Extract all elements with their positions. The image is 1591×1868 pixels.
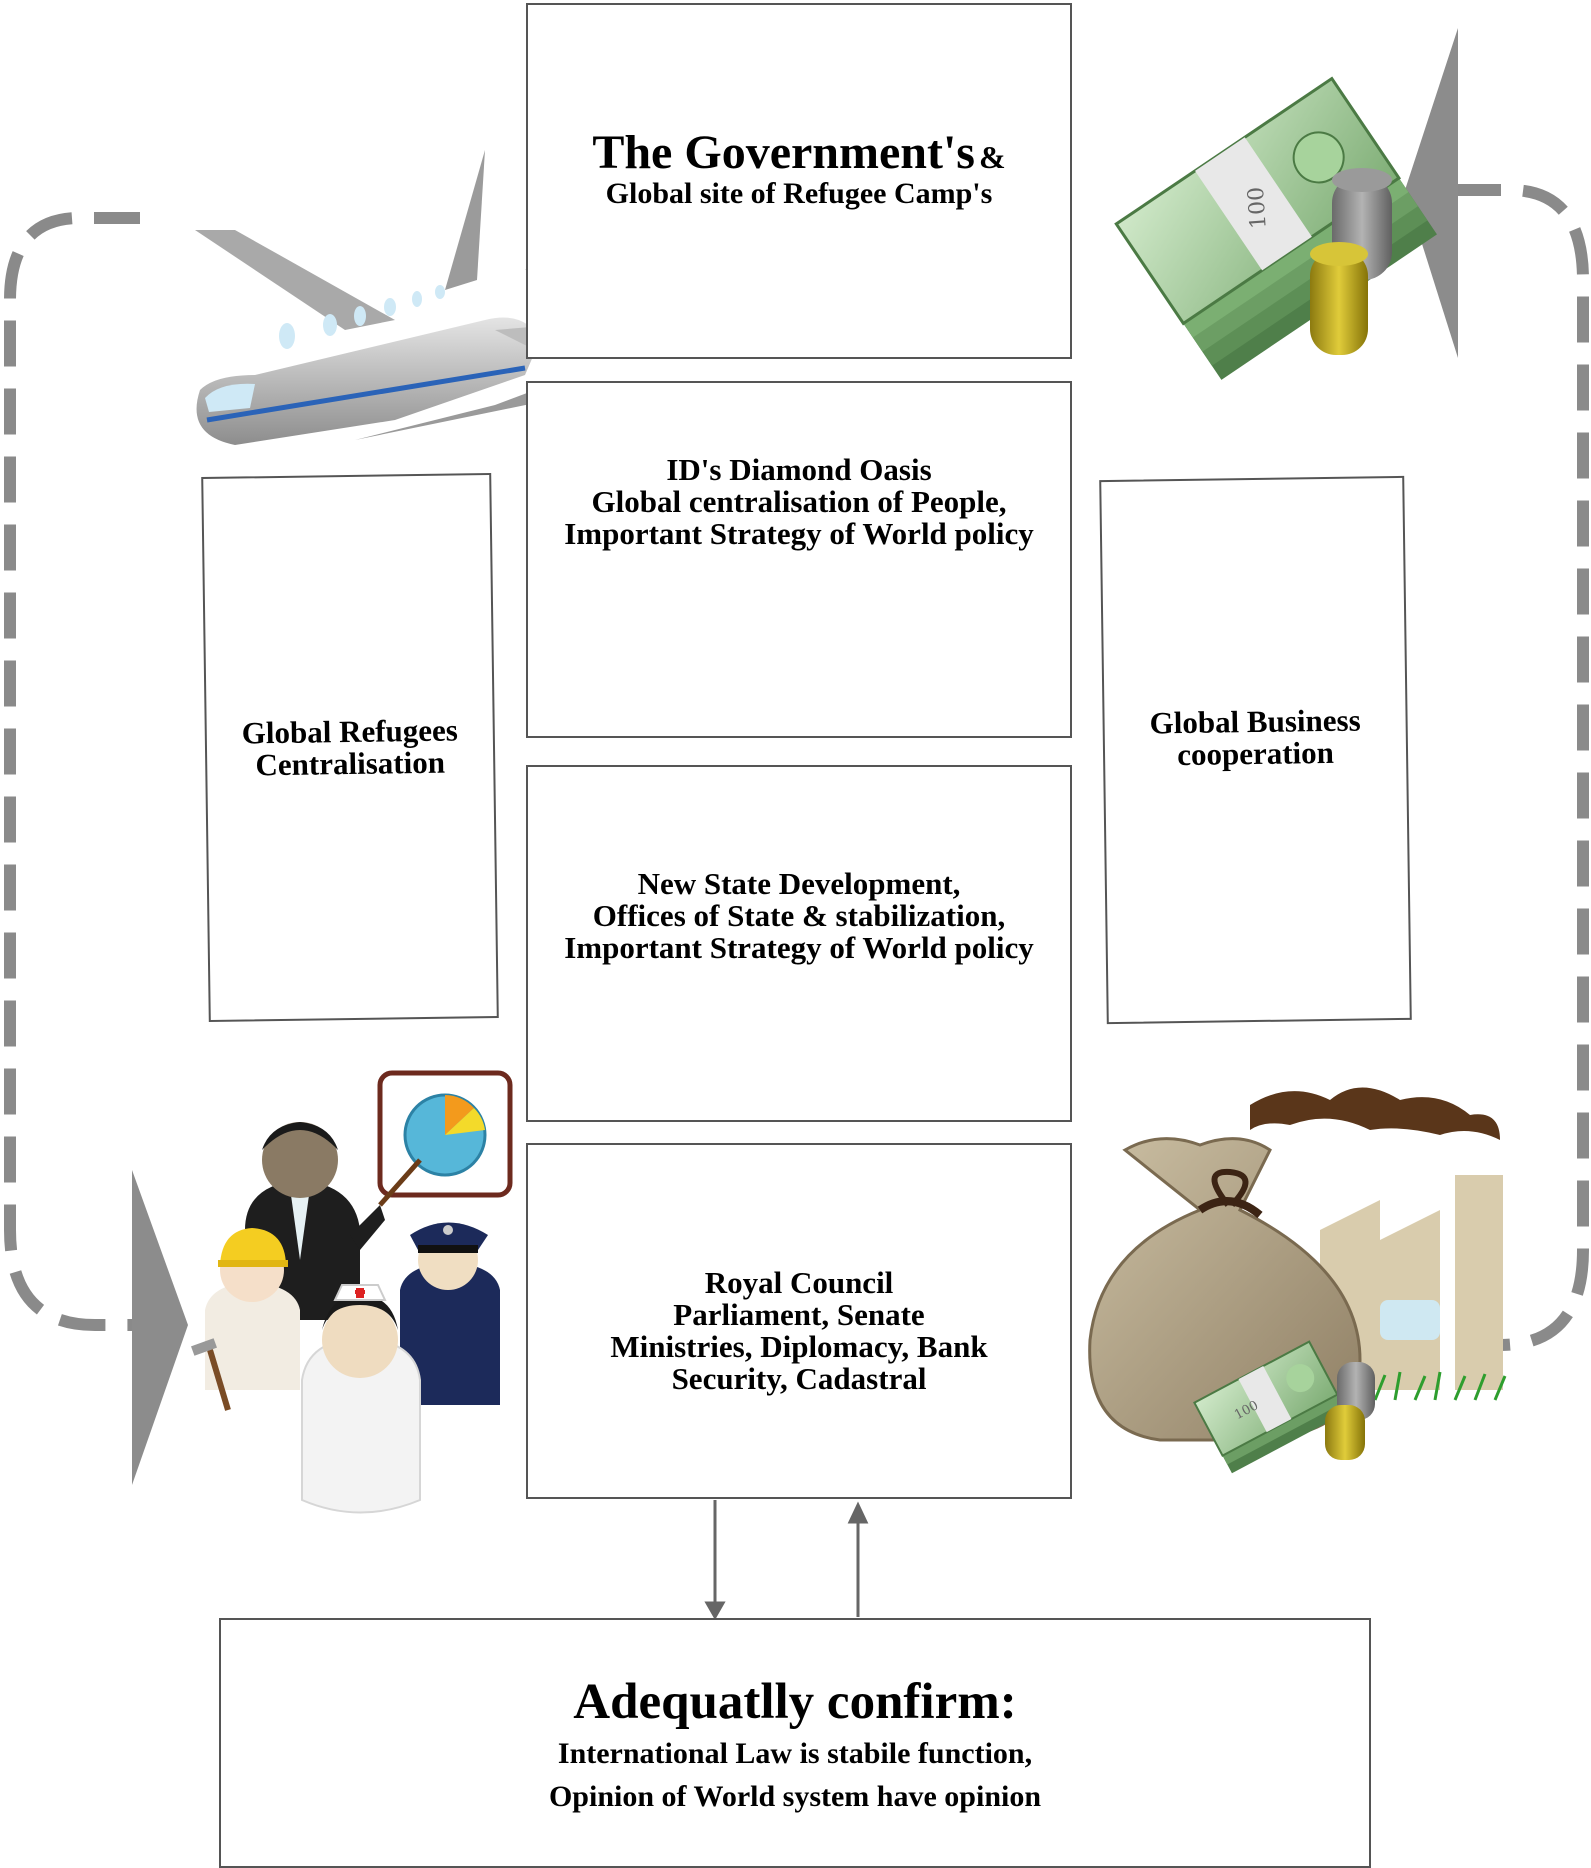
right-arrowhead bbox=[1405, 28, 1458, 358]
diamond-oasis-line: Global centralisation of People, bbox=[591, 484, 1007, 519]
diamond-oasis-line: Important Strategy of World policy bbox=[564, 516, 1034, 551]
government-box: The Government's & Global site of Refuge… bbox=[526, 3, 1072, 359]
banknote-denomination: 100 bbox=[1244, 186, 1272, 230]
business-line: Global Business bbox=[1149, 702, 1361, 740]
refugees-box: Global Refugees Centralisation bbox=[201, 473, 499, 1022]
money-bag-factory-icon: 100 bbox=[1088, 1087, 1507, 1474]
royal-council-line: Security, Cadastral bbox=[671, 1361, 927, 1396]
new-state-line: Offices of State & stabilization, bbox=[592, 898, 1006, 933]
connector-arrows bbox=[704, 1500, 869, 1621]
government-subtitle: Global site of Refugee Camp's bbox=[605, 176, 993, 210]
right-dashed-loop bbox=[1450, 184, 1589, 1351]
business-box: Global Business cooperation bbox=[1099, 475, 1412, 1025]
adequately-title: Adequatlly confirm: bbox=[573, 1674, 1017, 1730]
adequately-box: Adequatlly confirm: International Law is… bbox=[219, 1618, 1371, 1868]
diamond-oasis-box: ID's Diamond Oasis Global centralisation… bbox=[526, 381, 1072, 738]
left-arrowhead bbox=[132, 1170, 188, 1485]
new-state-box: New State Development, Offices of State … bbox=[526, 765, 1072, 1122]
royal-council-line: Parliament, Senate bbox=[673, 1297, 925, 1332]
professionals-group-icon bbox=[191, 1070, 513, 1514]
airplane-icon bbox=[195, 150, 615, 445]
government-title: The Government's bbox=[592, 125, 975, 179]
royal-council-line: Ministries, Diplomacy, Bank bbox=[610, 1329, 988, 1364]
money-stack-icon: 100 bbox=[1114, 76, 1437, 380]
refugees-line: Global Refugees bbox=[241, 711, 459, 751]
adequately-line: Opinion of World system have opinion bbox=[548, 1780, 1042, 1813]
refugees-line: Centralisation bbox=[255, 744, 446, 782]
royal-council-box: Royal Council Parliament, Senate Ministr… bbox=[526, 1143, 1072, 1499]
diamond-oasis-line: ID's Diamond Oasis bbox=[666, 452, 932, 487]
government-ampersand: & bbox=[978, 138, 1006, 175]
left-dashed-loop bbox=[4, 212, 165, 1331]
adequately-line: International Law is stabile function, bbox=[557, 1737, 1033, 1770]
new-state-line: New State Development, bbox=[637, 866, 961, 901]
business-line: cooperation bbox=[1176, 734, 1335, 772]
royal-council-line: Royal Council bbox=[704, 1265, 894, 1300]
pie-chart-board-icon bbox=[377, 1070, 513, 1207]
new-state-line: Important Strategy of World policy bbox=[564, 930, 1034, 965]
